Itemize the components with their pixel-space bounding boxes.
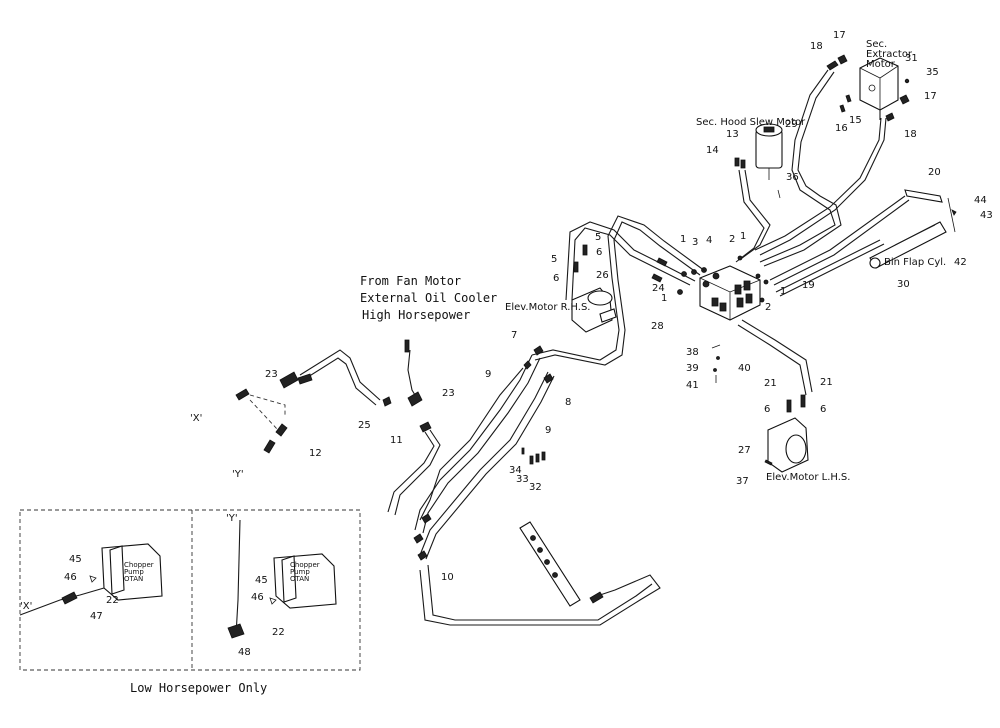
lower-manifold bbox=[519, 521, 604, 607]
part-number: 23 bbox=[442, 388, 455, 399]
part-number: 21 bbox=[820, 377, 833, 388]
part-number: 25 bbox=[358, 420, 371, 431]
part-number: 3 bbox=[692, 237, 699, 248]
part-number: 12 bbox=[309, 448, 322, 459]
part-number: 23 bbox=[265, 369, 278, 380]
sec-extractor-motor bbox=[754, 57, 899, 256]
part-number: 17 bbox=[833, 30, 846, 41]
sec-hood-slew-motor-label: Sec. Hood Slew Motor bbox=[696, 117, 806, 128]
part-number: 46 bbox=[251, 592, 264, 603]
part-number: 39 bbox=[686, 363, 699, 374]
part-number: 2 bbox=[729, 234, 736, 245]
part-number: 6 bbox=[553, 273, 560, 284]
part-number: 21 bbox=[764, 378, 777, 389]
part-number: 1 bbox=[680, 234, 687, 245]
elev-motor-lhs bbox=[737, 319, 813, 473]
sec-hood-slew-motor bbox=[734, 123, 783, 263]
part-number: 13 bbox=[726, 129, 739, 140]
part-number: 36 bbox=[786, 172, 799, 183]
part-number: 6 bbox=[764, 404, 771, 415]
part-number: 48 bbox=[238, 647, 251, 658]
part-number: 14 bbox=[706, 145, 719, 156]
part-number: 45 bbox=[69, 554, 82, 565]
part-number: 1 bbox=[780, 286, 787, 297]
fan-motor-label-1: From Fan Motor bbox=[360, 274, 462, 288]
part-number: 31 bbox=[905, 53, 918, 64]
part-number: 22 bbox=[106, 595, 119, 606]
part-number: 1 bbox=[661, 293, 668, 304]
part-number: 35 bbox=[926, 67, 939, 78]
part-number: 37 bbox=[736, 476, 749, 487]
part-number: 32 bbox=[529, 482, 542, 493]
part-number: 6 bbox=[820, 404, 827, 415]
part-number: 46 bbox=[64, 572, 77, 583]
pump-label-left: Chopper Pump OTAN bbox=[124, 561, 154, 583]
part-number: 44 bbox=[974, 195, 987, 206]
part-number: 27 bbox=[738, 445, 751, 456]
part-number: 22 bbox=[272, 627, 285, 638]
pump-label-right: Chopper Pump OTAN bbox=[290, 561, 320, 583]
part-number: 18 bbox=[904, 129, 917, 140]
part-number: 41 bbox=[686, 380, 699, 391]
fan-motor-label-2: External Oil Cooler bbox=[360, 291, 498, 305]
connector-y-label: 'Y' bbox=[232, 469, 244, 480]
part-number: 19 bbox=[802, 280, 815, 291]
part-number: 11 bbox=[390, 435, 403, 446]
sec-extractor-motor-label: Sec. Extractor Motor bbox=[866, 39, 913, 70]
part-number: 4 bbox=[706, 235, 713, 246]
part-number: 15 bbox=[849, 115, 862, 126]
elev-motor-lhs-label: Elev.Motor L.H.S. bbox=[766, 472, 851, 483]
valve-left-fittings bbox=[413, 244, 668, 561]
valve-fittings bbox=[677, 255, 769, 383]
part-number: 7 bbox=[511, 330, 518, 341]
elev-motor-rhs bbox=[571, 287, 617, 333]
part-number: 28 bbox=[651, 321, 664, 332]
part-number: 5 bbox=[595, 232, 602, 243]
part-number: 30 bbox=[897, 279, 910, 290]
part-number: 24 bbox=[652, 283, 665, 294]
part-number: 20 bbox=[928, 167, 941, 178]
part-number: 16 bbox=[835, 123, 848, 134]
part-number: 10 bbox=[441, 572, 454, 583]
part-number: 40 bbox=[738, 363, 751, 374]
part-number: 8 bbox=[565, 397, 572, 408]
low-horsepower-caption: Low Horsepower Only bbox=[130, 681, 268, 695]
part-number: 1 bbox=[740, 231, 747, 242]
bin-flap-cylinders bbox=[769, 189, 957, 297]
fan-motor-label-3: High Horsepower bbox=[362, 308, 471, 322]
part-number: 9 bbox=[485, 369, 492, 380]
part-number: 17 bbox=[924, 91, 937, 102]
part-number: 18 bbox=[810, 41, 823, 52]
part-number: 26 bbox=[596, 270, 609, 281]
part-number: 34 bbox=[509, 465, 522, 476]
low-horsepower-frame bbox=[19, 509, 361, 671]
part-number: 45 bbox=[255, 575, 268, 586]
part-number: 47 bbox=[90, 611, 103, 622]
bin-flap-cyl-label: Bin Flap Cyl. bbox=[884, 257, 947, 268]
fan-fittings bbox=[235, 339, 432, 454]
part-number: 5 bbox=[551, 254, 558, 265]
extractor-fittings bbox=[826, 54, 910, 122]
connector-x-low-label: 'X' bbox=[20, 601, 33, 612]
part-number: 43 bbox=[980, 210, 993, 221]
connector-y-low-label: 'Y' bbox=[226, 513, 238, 524]
control-valve-block bbox=[699, 265, 761, 321]
connector-x-label: 'X' bbox=[190, 413, 203, 424]
part-number: 29 bbox=[785, 119, 798, 130]
part-number: 2 bbox=[765, 302, 772, 313]
part-number: 33 bbox=[516, 474, 529, 485]
part-number: 38 bbox=[686, 347, 699, 358]
elev-motor-rhs-label: Elev.Motor R.H.S. bbox=[505, 302, 591, 313]
part-number: 9 bbox=[545, 425, 552, 436]
part-number: 6 bbox=[596, 247, 603, 258]
part-number: 42 bbox=[954, 257, 967, 268]
